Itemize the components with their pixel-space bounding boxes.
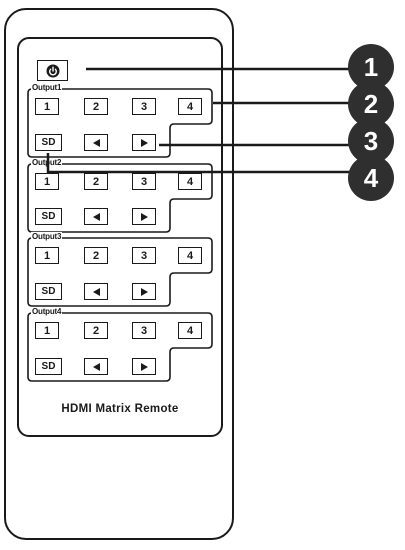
remote-body	[4, 8, 234, 540]
output1-left-button[interactable]	[84, 134, 108, 151]
left-arrow-icon	[92, 212, 100, 221]
output-group-4: Output4 1 2 3 4 SD	[27, 307, 213, 382]
output3-input1-button[interactable]: 1	[35, 247, 59, 264]
output4-sd-button[interactable]: SD	[35, 358, 62, 375]
output4-input3-button[interactable]: 3	[132, 322, 156, 339]
output3-right-button[interactable]	[132, 283, 156, 300]
group-label: Output1	[31, 83, 63, 93]
output-group-3: Output3 1 2 3 4 SD	[27, 232, 213, 307]
output3-input3-button[interactable]: 3	[132, 247, 156, 264]
group-label: Output4	[31, 307, 63, 317]
output2-sd-button[interactable]: SD	[35, 208, 62, 225]
group-outline	[27, 237, 213, 307]
output1-input4-button[interactable]: 4	[178, 98, 202, 115]
output2-input3-button[interactable]: 3	[132, 173, 156, 190]
group-label: Output3	[31, 232, 63, 242]
output3-left-button[interactable]	[84, 283, 108, 300]
output2-right-button[interactable]	[132, 208, 156, 225]
output1-right-button[interactable]	[132, 134, 156, 151]
output1-input3-button[interactable]: 3	[132, 98, 156, 115]
callout-line-4	[46, 153, 350, 174]
power-icon	[46, 64, 59, 77]
output3-input2-button[interactable]: 2	[84, 247, 108, 264]
remote-title: HDMI Matrix Remote	[61, 403, 179, 415]
right-arrow-icon	[140, 138, 148, 147]
output1-input1-button[interactable]: 1	[35, 98, 59, 115]
output4-left-button[interactable]	[84, 358, 108, 375]
output3-sd-button[interactable]: SD	[35, 283, 62, 300]
output4-input2-button[interactable]: 2	[84, 322, 108, 339]
output-group-1: Output1 1 2 3 4 SD	[27, 83, 213, 158]
output3-input4-button[interactable]: 4	[178, 247, 202, 264]
right-arrow-icon	[140, 212, 148, 221]
output2-input4-button[interactable]: 4	[178, 173, 202, 190]
output1-sd-button[interactable]: SD	[35, 134, 62, 151]
button-panel	[17, 37, 223, 437]
output2-input2-button[interactable]: 2	[84, 173, 108, 190]
right-arrow-icon	[140, 287, 148, 296]
output4-input4-button[interactable]: 4	[178, 322, 202, 339]
group-outline	[27, 88, 213, 158]
output4-right-button[interactable]	[132, 358, 156, 375]
left-arrow-icon	[92, 138, 100, 147]
group-label: Output2	[31, 158, 63, 168]
group-outline	[27, 163, 213, 233]
power-button[interactable]	[37, 60, 68, 81]
output2-left-button[interactable]	[84, 208, 108, 225]
left-arrow-icon	[92, 362, 100, 371]
group-outline	[27, 312, 213, 382]
output1-input2-button[interactable]: 2	[84, 98, 108, 115]
left-arrow-icon	[92, 287, 100, 296]
callout-badge-4: 4	[348, 155, 394, 201]
right-arrow-icon	[140, 362, 148, 371]
output2-input1-button[interactable]: 1	[35, 173, 59, 190]
output-group-2: Output2 1 2 3 4 SD	[27, 158, 213, 233]
output4-input1-button[interactable]: 1	[35, 322, 59, 339]
